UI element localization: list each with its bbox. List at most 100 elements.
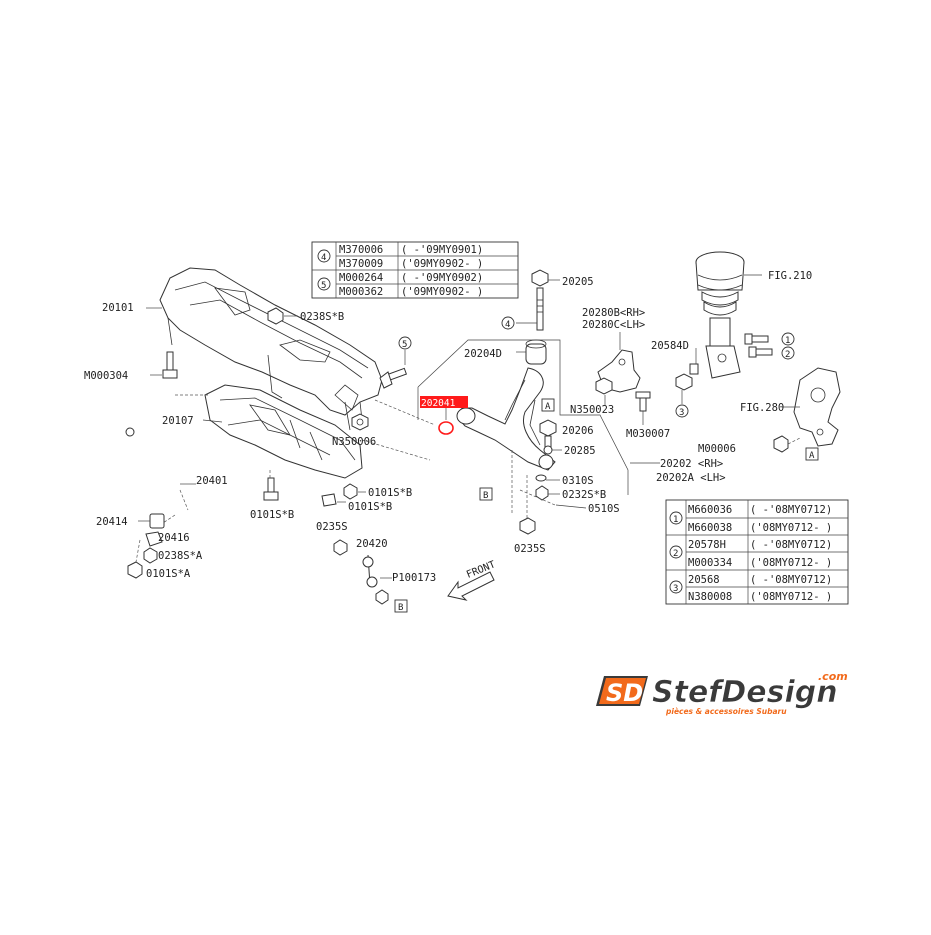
label-0101sa: 0101S*A [146,568,191,580]
ref-b-link-text: B [398,603,403,613]
logo-mark-icon: SD [596,676,648,707]
front-arrow [447,571,495,601]
table-bottom-range-1-1: ('08MY0712- ) [750,557,832,569]
bolt-m000304 [150,351,178,379]
label-m030007: M030007 [626,428,670,440]
bolt-circle1 [744,333,769,345]
bolt-0101sb-3 [321,493,346,507]
logo-mark-text: SD [606,679,643,707]
table-bottom-range-0-0: ( -'08MY0712) [750,504,832,516]
table-bottom-part-2-1: N380008 [688,591,732,603]
label-20414: 20414 [96,516,128,528]
ref-a-knuckle-text: A [809,451,815,461]
table-top-num-5: 5 [321,281,326,291]
label-m000304: M000304 [84,370,128,382]
circle-2-text: 2 [785,350,790,360]
circle-3-text: 3 [679,408,684,418]
table-bottom-num-3: 3 [673,584,678,594]
circle-1-text: 1 [785,336,790,346]
table-top: 4 5 M370006 ( -'09MY0901) M370009 ('09MY… [311,241,519,299]
circle-4-text: 4 [505,320,510,330]
circle-4-bolt [501,316,515,330]
label-0510s: 0510S [588,503,620,515]
label-n350023: N350023 [570,404,614,416]
bolt-0238sa [143,547,158,564]
circle-1-bolt [781,332,795,346]
label-20285: 20285 [564,445,596,457]
table-bottom-part-2-0: 20568 [688,574,720,586]
label-20202-rh: 20202 <RH> [660,458,723,470]
stefdesign-logo[interactable]: SD StefDesign .com pièces & accessoires … [596,670,848,716]
table-bottom-range-1-0: ( -'08MY0712) [750,539,832,551]
logo-brand-text: StefDesign [652,675,838,710]
bolt-circle2 [748,346,773,358]
nut-20205 [531,269,560,287]
table-top-num-4: 4 [321,253,326,263]
table-bottom: 1 2 3 M660036 ( -'08MY0712) M660038 ('08… [665,499,849,605]
nut-0235s-1 [333,539,348,556]
ref-b-arm-text: B [483,491,488,501]
bolt-m00006 [773,435,801,453]
label-0101sb-2: 0101S*B [368,487,412,499]
label-20206: 20206 [562,425,594,437]
table-top-range-1-0: ( -'09MY0902) [401,272,483,284]
table-bottom-range-2-0: ( -'08MY0712) [750,574,832,586]
label-0238sa: 0238S*A [158,550,203,562]
stabilizer-bar-20401 [125,427,366,562]
label-fig210: FIG.210 [768,270,812,282]
bushing-20414 [138,513,165,529]
bolt-0101sa [127,539,143,579]
table-top-part-0-0: M370006 [339,244,383,256]
table-bottom-num-1: 1 [673,515,678,525]
nut-n350006 [351,413,369,431]
table-top-part-1-1: M000362 [339,286,383,298]
table-bottom-range-0-1: ('08MY0712- ) [750,522,832,534]
label-0238sb: 0238S*B [300,311,344,323]
table-top-range-0-0: ( -'09MY0901) [401,244,483,256]
label-20205: 20205 [562,276,594,288]
washer-0310s [535,474,547,482]
table-top-part-0-1: M370009 [339,258,383,270]
label-20416: 20416 [158,532,190,544]
leader-lines [146,307,800,509]
label-0235s-2: 0235S [514,543,546,555]
label-20420: 20420 [356,538,388,550]
label-20204d: 20204D [464,348,502,360]
bolt-m030007 [635,391,651,412]
logo-tagline-text: pièces & accessoires Subaru [665,707,787,716]
table-bottom-part-0-1: M660038 [688,522,732,534]
label-20584d: 20584D [651,340,689,352]
arm-group-outline [417,339,629,495]
lower-arm-20202 [456,367,556,471]
table-bottom-part-1-0: 20578H [688,539,726,551]
ref-box-b-arm [479,487,493,501]
label-m00006: M00006 [698,443,736,455]
table-top-range-1-1: ('09MY0902- ) [401,286,483,298]
logo-suffix-text: .com [818,670,848,683]
label-fig280: FIG.280 [740,402,784,414]
label-20280c-lh: 20280C<LH> [582,319,645,331]
ref-box-a-knuckle [805,447,819,461]
bolt-0238sb [267,307,298,325]
label-20101: 20101 [102,302,134,314]
table-bottom-part-0-0: M660036 [688,504,732,516]
label-20401: 20401 [196,475,228,487]
bolt-0101sb-2 [343,483,366,500]
circle-2-bolt [781,346,795,360]
bolt-20584d [689,363,699,375]
bracket-20416 [145,531,163,547]
label-0101sb-3: 0101S*B [348,501,392,513]
ref-box-a-arm [541,398,555,412]
bolt-circle5 [379,350,408,389]
ref-a-arm-text: A [545,402,551,412]
nut-0232sb [535,485,549,501]
circle-3-nut [675,404,689,418]
strut-fig210 [695,251,762,379]
ref-box-b-link [394,599,408,613]
circle-5-bolt [398,336,412,350]
part-20285 [543,445,562,455]
knuckle-fig280 [793,367,841,447]
bolt-20206 [539,419,557,449]
